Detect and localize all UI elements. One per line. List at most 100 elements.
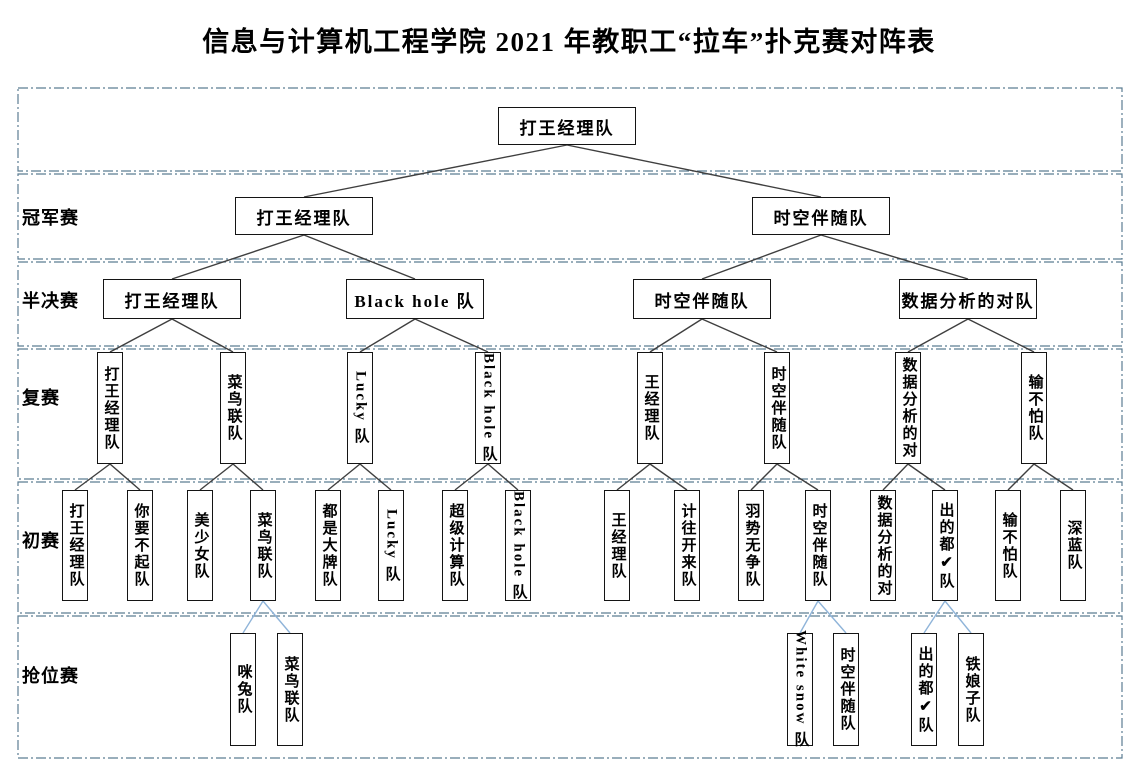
match-line	[967, 318, 1035, 353]
team-box: 王经理队	[637, 352, 663, 464]
round-row-frame-4	[17, 481, 1123, 614]
match-line	[566, 144, 822, 198]
team-name: 王经理队	[609, 511, 626, 580]
match-line	[454, 463, 489, 491]
qualifier-line	[799, 600, 819, 634]
team-box: 深蓝队	[1060, 490, 1086, 601]
match-line	[232, 463, 264, 491]
team-name: 数据分析的对	[900, 357, 917, 459]
team-name: Lucky 队	[352, 371, 369, 445]
team-box: Black hole 队	[475, 352, 501, 464]
match-line	[359, 463, 392, 491]
round-label-0: 冠军赛	[22, 208, 79, 228]
round-label-4: 抢位赛	[22, 666, 79, 686]
team-box: 羽势无争队	[738, 490, 764, 601]
page-title: 信息与计算机工程学院 2021 年教职工“拉车”扑克赛对阵表	[202, 27, 936, 57]
team-name: 菜鸟联队	[255, 511, 272, 580]
match-line	[109, 463, 141, 491]
team-box: 打王经理队	[235, 197, 373, 235]
round-row-frame-1	[17, 173, 1123, 260]
match-line	[649, 463, 688, 491]
team-name: 打王经理队	[67, 503, 84, 588]
team-name: 输不怕队	[1000, 511, 1017, 580]
match-line	[327, 463, 361, 491]
team-box: Lucky 队	[378, 490, 404, 601]
round-row-frame-5	[17, 615, 1123, 759]
team-box: 数据分析的对队	[899, 279, 1037, 319]
team-box: 你要不起队	[127, 490, 153, 601]
match-line	[820, 234, 969, 280]
team-name: 你要不起队	[132, 503, 149, 588]
match-line	[776, 463, 819, 491]
team-name: Black hole 队	[510, 490, 527, 601]
team-box: 超级计算队	[442, 490, 468, 601]
round-label-1: 半决赛	[22, 291, 79, 311]
team-name: 时空伴随队	[838, 647, 855, 732]
match-line	[414, 318, 489, 353]
team-box: Lucky 队	[347, 352, 373, 464]
match-line	[109, 318, 173, 353]
match-line	[1007, 463, 1035, 491]
qualifier-line	[262, 600, 291, 634]
team-name: 时空伴随队	[810, 503, 827, 588]
team-name: 输不怕队	[1026, 374, 1043, 442]
match-line	[649, 318, 703, 353]
team-name: 咪兔队	[235, 664, 252, 715]
team-name: 数据分析的对	[875, 494, 892, 597]
qualifier-line	[817, 600, 847, 634]
team-box: 菜鸟联队	[250, 490, 276, 601]
team-box: 时空伴随队	[633, 279, 771, 319]
team-name: 菜鸟联队	[225, 374, 242, 442]
team-box: 打王经理队	[103, 279, 241, 319]
team-box: Black hole 队	[505, 490, 531, 601]
team-box: 打王经理队	[97, 352, 123, 464]
team-name: 打王经理队	[102, 365, 119, 451]
team-name: White snow 队	[792, 630, 809, 749]
team-name: 出的都✔队	[916, 645, 933, 734]
team-box: 王经理队	[604, 490, 630, 601]
match-line	[171, 318, 234, 353]
match-line	[359, 318, 416, 353]
team-box: 时空伴随队	[752, 197, 890, 235]
team-name: 羽势无争队	[743, 503, 760, 588]
team-name: 深蓝队	[1065, 520, 1082, 571]
team-box: 菜鸟联队	[220, 352, 246, 464]
team-name: 王经理队	[642, 374, 659, 442]
round-row-frame-3	[17, 348, 1123, 480]
team-box: 都是大牌队	[315, 490, 341, 601]
team-box: 打王经理队	[62, 490, 88, 601]
team-box: White snow 队	[787, 630, 813, 749]
team-name: 计往开来队	[679, 503, 696, 588]
team-box: 出的都✔队	[911, 633, 937, 746]
team-box: 数据分析的对	[895, 352, 921, 464]
match-line	[616, 463, 651, 491]
team-name: 超级计算队	[447, 503, 464, 588]
team-name: Lucky 队	[383, 508, 400, 583]
team-name: 都是大牌队	[320, 503, 337, 588]
match-line	[1033, 463, 1074, 491]
team-box: 时空伴随队	[805, 490, 831, 601]
round-label-2: 复赛	[22, 388, 60, 408]
team-box: 计往开来队	[674, 490, 700, 601]
team-name: 出的都✔队	[937, 501, 954, 590]
team-box: 菜鸟联队	[277, 633, 303, 746]
match-line	[171, 234, 305, 280]
team-box: 时空伴随队	[833, 633, 859, 746]
team-box: 铁娘子队	[958, 633, 984, 746]
match-line	[303, 144, 568, 198]
match-line	[701, 234, 822, 280]
match-line	[882, 463, 909, 491]
team-name: 美少女队	[192, 511, 209, 580]
match-line	[750, 463, 778, 491]
champion-team-box: 打王经理队	[498, 107, 636, 145]
match-line	[74, 463, 111, 491]
match-line	[701, 318, 778, 353]
match-line	[907, 318, 969, 353]
team-box: 时空伴随队	[764, 352, 790, 464]
team-box: 出的都✔队	[932, 490, 958, 601]
match-line	[487, 463, 519, 491]
team-box: Black hole 队	[346, 279, 484, 319]
team-box: 输不怕队	[995, 490, 1021, 601]
